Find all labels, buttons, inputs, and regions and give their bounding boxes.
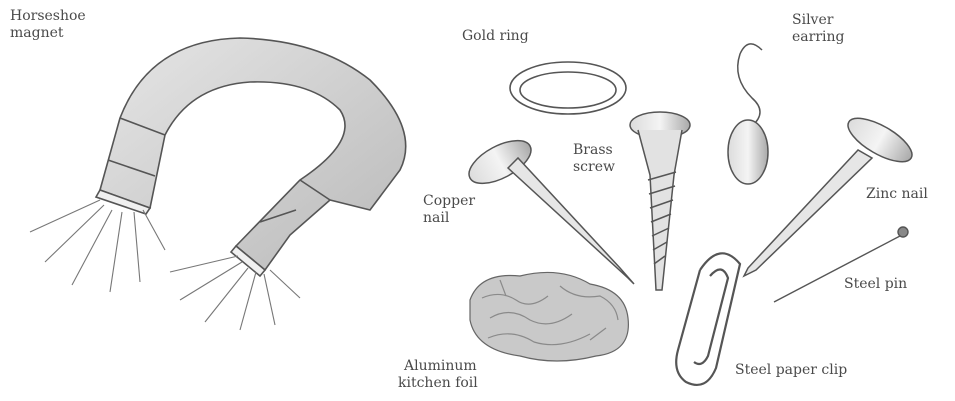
label-copper-nail: Copper nail bbox=[423, 193, 475, 227]
label-steel-paper-clip: Steel paper clip bbox=[735, 362, 847, 379]
label-horseshoe-magnet: Horseshoe magnet bbox=[10, 8, 86, 42]
silver-earring bbox=[728, 44, 768, 184]
label-brass-screw: Brass screw bbox=[573, 142, 615, 176]
horseshoe-magnet bbox=[96, 38, 406, 276]
label-silver-earring: Silver earring bbox=[792, 12, 844, 46]
label-aluminum-foil: Aluminum kitchen foil bbox=[398, 358, 478, 392]
label-steel-pin: Steel pin bbox=[844, 276, 907, 293]
gold-ring bbox=[510, 62, 626, 114]
label-gold-ring: Gold ring bbox=[462, 28, 529, 45]
label-zinc-nail: Zinc nail bbox=[866, 186, 928, 203]
aluminum-foil bbox=[470, 272, 628, 361]
steel-paper-clip bbox=[676, 253, 740, 385]
brass-screw bbox=[630, 112, 690, 290]
